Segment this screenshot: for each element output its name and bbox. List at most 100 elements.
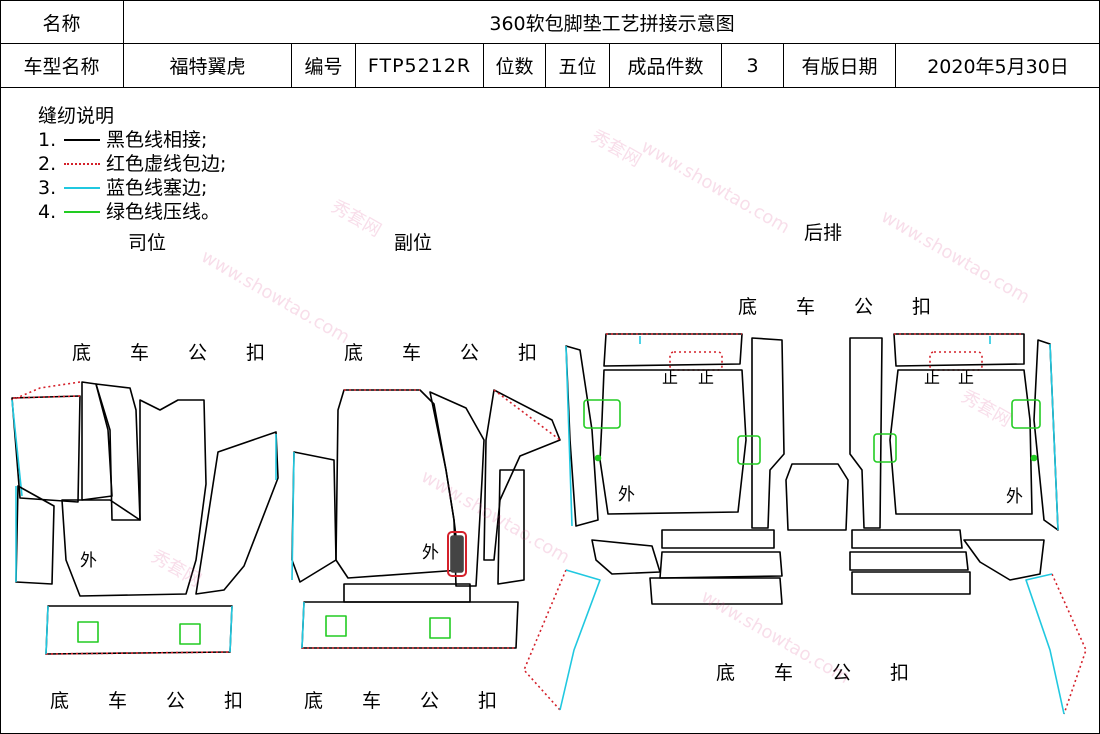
pieces-value: 3	[722, 44, 784, 87]
blue-line-sample-icon	[64, 187, 100, 189]
clip-char: 车	[362, 690, 382, 712]
blue-edge	[301, 601, 305, 649]
watermark-text: 秀套网	[958, 386, 1015, 431]
blue-edge	[11, 399, 23, 497]
seats-value: 五位	[546, 44, 610, 87]
blue-edge	[229, 605, 233, 653]
blue-edge	[565, 345, 573, 527]
rear-right-corner-piece	[963, 539, 1045, 581]
page-title: 360软包脚垫工艺拼接示意图	[489, 12, 735, 35]
driver-bottom-strip	[45, 605, 233, 655]
watermark-text: 秀套网	[588, 126, 645, 171]
pieces-label: 成品件数	[610, 44, 722, 87]
clip-char: 公	[188, 342, 208, 364]
rear-bottom-strip-left-mid	[659, 551, 783, 579]
stop-mark: 止	[662, 368, 679, 387]
clip-char: 公	[166, 690, 186, 712]
clip-char: 底	[344, 342, 364, 364]
red-notch-right	[929, 351, 983, 371]
legend-num: 2.	[38, 153, 57, 175]
watermark-text: www.showtao.com	[878, 206, 1034, 308]
clip-char: 车	[130, 342, 150, 364]
clip-char: 扣	[912, 296, 932, 318]
stop-mark: 止	[958, 368, 975, 387]
passenger-heel-strip	[343, 583, 471, 603]
logo-badge-icon	[450, 535, 464, 573]
clip-char: 扣	[224, 690, 244, 712]
green-stitch-square	[325, 615, 347, 637]
clip-char: 底	[50, 690, 70, 712]
legend-text: 黑色线相接;	[106, 129, 208, 151]
sewing-legend: 缝纫说明 1. 黑色线相接; 2. 红色虚线包边; 3. 蓝色线塞边; 4. 绿…	[38, 104, 226, 224]
driver-mat	[11, 381, 279, 655]
legend-item: 1. 黑色线相接;	[38, 128, 226, 152]
clip-char: 车	[108, 690, 128, 712]
red-edge	[1051, 573, 1087, 715]
rear-top-strip-right	[893, 333, 1025, 367]
section-passenger-label: 副位	[394, 232, 433, 254]
clip-char: 车	[774, 662, 794, 684]
green-dot	[594, 454, 602, 462]
blue-edge	[1025, 573, 1065, 715]
red-edge	[11, 381, 81, 401]
legend-item: 2. 红色虚线包边;	[38, 152, 226, 176]
date-label: 有版日期	[784, 44, 896, 87]
rear-bottom-strip-left-top	[661, 529, 775, 549]
legend-num: 1.	[38, 129, 57, 151]
legend-text: 红色虚线包边;	[106, 153, 227, 175]
code-value: FTP5212R	[356, 44, 484, 87]
green-stitch-square	[179, 623, 201, 645]
clip-char: 车	[796, 296, 816, 318]
name-label: 名称	[0, 1, 124, 43]
driver-right-panel	[195, 431, 279, 595]
model-value: 福特翼虎	[124, 44, 292, 87]
clip-char: 底	[304, 690, 324, 712]
legend-num: 3.	[38, 177, 57, 199]
outer-mark-passenger: 外	[422, 543, 439, 563]
clip-char: 扣	[518, 342, 538, 364]
section-rear-label: 后排	[804, 222, 843, 244]
rear-left-corner-piece	[591, 539, 661, 575]
rear-left-main-panel	[599, 369, 747, 515]
clip-char: 底	[72, 342, 92, 364]
legend-text: 绿色线压线。	[106, 201, 221, 223]
rear-bottom-strip-right-mid	[849, 551, 969, 571]
rear-left-column	[751, 337, 785, 529]
legend-title: 缝纫说明	[38, 105, 115, 127]
green-stitch-patch	[1011, 399, 1041, 429]
clip-char: 底	[716, 662, 736, 684]
clip-char: 扣	[478, 690, 498, 712]
watermark-text: www.showtao.com	[198, 246, 354, 348]
green-stitch-patch	[583, 399, 621, 429]
green-stitch-square	[429, 617, 451, 639]
watermark-text: www.showtao.com	[698, 586, 854, 688]
rear-right-main-panel	[889, 369, 1033, 515]
legend-text: 蓝色线塞边;	[106, 177, 208, 199]
header-row-1: 名称 360软包脚垫工艺拼接示意图	[0, 0, 1100, 44]
outer-mark-driver: 外	[80, 551, 97, 571]
blue-edge	[45, 605, 49, 655]
model-label: 车型名称	[0, 44, 124, 87]
legend-item: 4. 绿色线压线。	[38, 200, 226, 224]
green-stitch-patch	[737, 435, 761, 465]
green-stitch-square	[77, 621, 99, 643]
date-value: 2020年5月30日	[927, 56, 1069, 78]
red-edge	[45, 651, 231, 655]
clip-char: 车	[402, 342, 422, 364]
green-stitch-patch	[873, 433, 897, 463]
clip-char: 底	[738, 296, 758, 318]
red-edge	[493, 389, 561, 441]
seats-label: 位数	[484, 44, 546, 87]
red-notch-left	[669, 351, 723, 371]
blue-edge	[1049, 343, 1059, 531]
green-line-sample-icon	[64, 211, 100, 213]
clip-char: 扣	[246, 342, 266, 364]
passenger-mat	[291, 389, 561, 649]
black-line-sample-icon	[64, 139, 100, 141]
outer-mark-rear-left: 外	[618, 485, 635, 505]
red-edge	[523, 569, 567, 711]
clip-char: 公	[420, 690, 440, 712]
blue-edge	[559, 569, 601, 711]
clip-char: 公	[854, 296, 874, 318]
rear-left-side-strip	[565, 345, 599, 527]
